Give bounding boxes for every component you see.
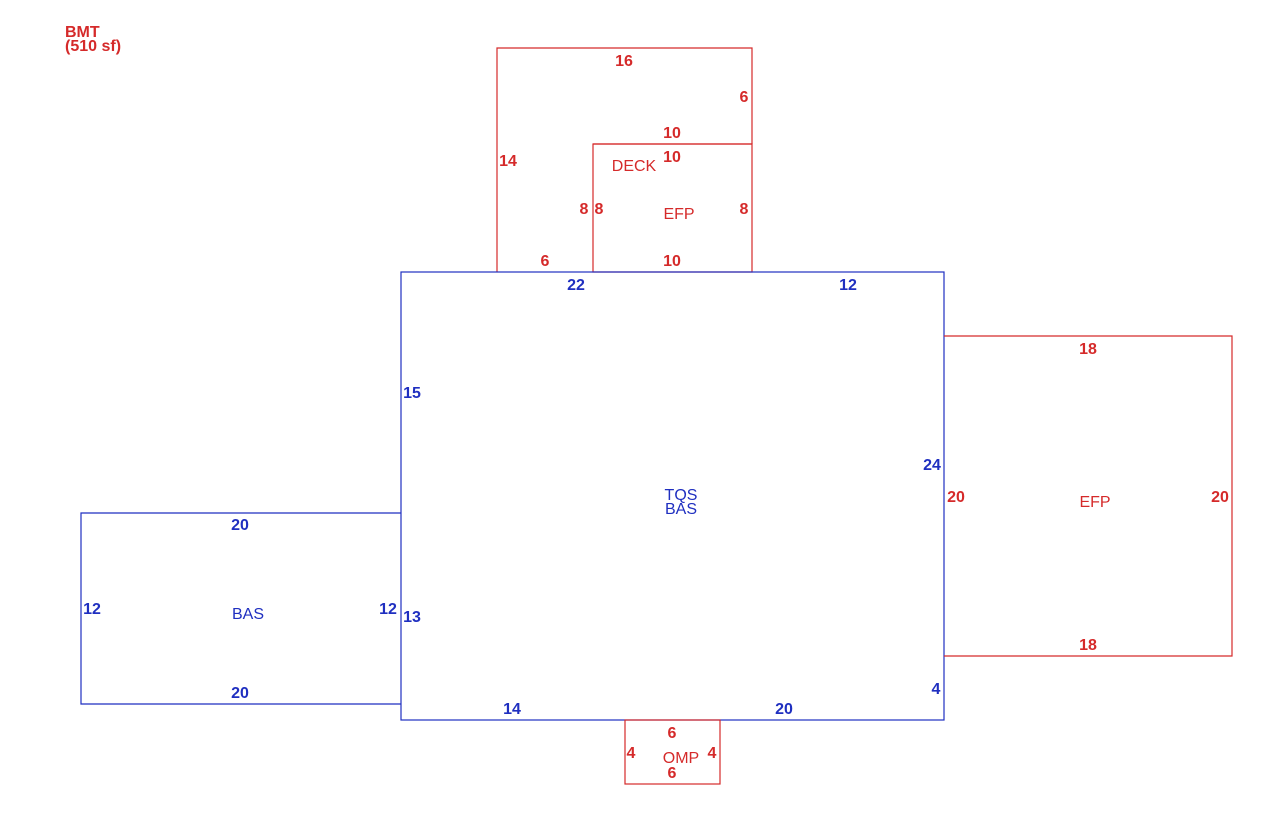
header-area: (510 sf) [65, 38, 121, 55]
main-top-left-dim: 22 [567, 277, 585, 294]
header-code: BMT [65, 24, 100, 41]
main-area-label-bottom: BAS [665, 501, 697, 518]
main-right-upper-dim: 24 [923, 457, 941, 474]
main-left-upper-dim: 15 [403, 385, 421, 402]
efp-top-bottom-dim: 10 [663, 253, 681, 270]
efp-right-right-dim: 20 [1211, 489, 1229, 506]
deck-area-label: DECK [612, 158, 657, 175]
left-area-label: BAS [232, 606, 264, 623]
main-bottom-right-dim: 20 [775, 701, 793, 718]
efp-right-bottom-dim: 18 [1079, 637, 1097, 654]
left-building-outline [80, 512, 401, 705]
omp-bottom-dim: 6 [668, 765, 677, 782]
main-right-lower-dim: 4 [932, 681, 941, 698]
efp-top-right-dim: 8 [740, 201, 749, 218]
deck-perimeter [496, 47, 753, 272]
main-left-lower-dim: 13 [403, 609, 421, 626]
omp-right-dim: 4 [708, 745, 717, 762]
deck-bottom-left-dim: 6 [541, 253, 550, 270]
deck-inner-left-dim: 8 [580, 201, 589, 218]
efp-right-area-label: EFP [1079, 494, 1110, 511]
deck-right-upper-dim: 6 [740, 89, 749, 106]
main-area-label-top: TQS [665, 487, 698, 504]
efp-top-area-label: EFP [663, 206, 694, 223]
left-bottom-dim: 20 [231, 685, 249, 702]
deck-top-dim: 16 [615, 53, 633, 70]
efp-top-top-dim: 10 [663, 149, 681, 166]
main-bottom-left-dim: 14 [503, 701, 521, 718]
main-top-right-dim: 12 [839, 277, 857, 294]
left-right-dim: 12 [379, 601, 397, 618]
deck-left-dim: 14 [499, 153, 517, 170]
omp-left-dim: 4 [627, 745, 636, 762]
efp-right-outline [944, 335, 1233, 657]
left-left-dim: 12 [83, 601, 101, 618]
omp-outline [624, 719, 721, 785]
efp-top-left-dim: 8 [595, 201, 604, 218]
efp-right-top-dim: 18 [1079, 341, 1097, 358]
omp-top-dim: 6 [668, 725, 677, 742]
left-top-dim: 20 [231, 517, 249, 534]
omp-area-label: OMP [663, 750, 699, 767]
deck-inner-top-dim: 10 [663, 125, 681, 142]
efp-right-left-dim: 20 [947, 489, 965, 506]
